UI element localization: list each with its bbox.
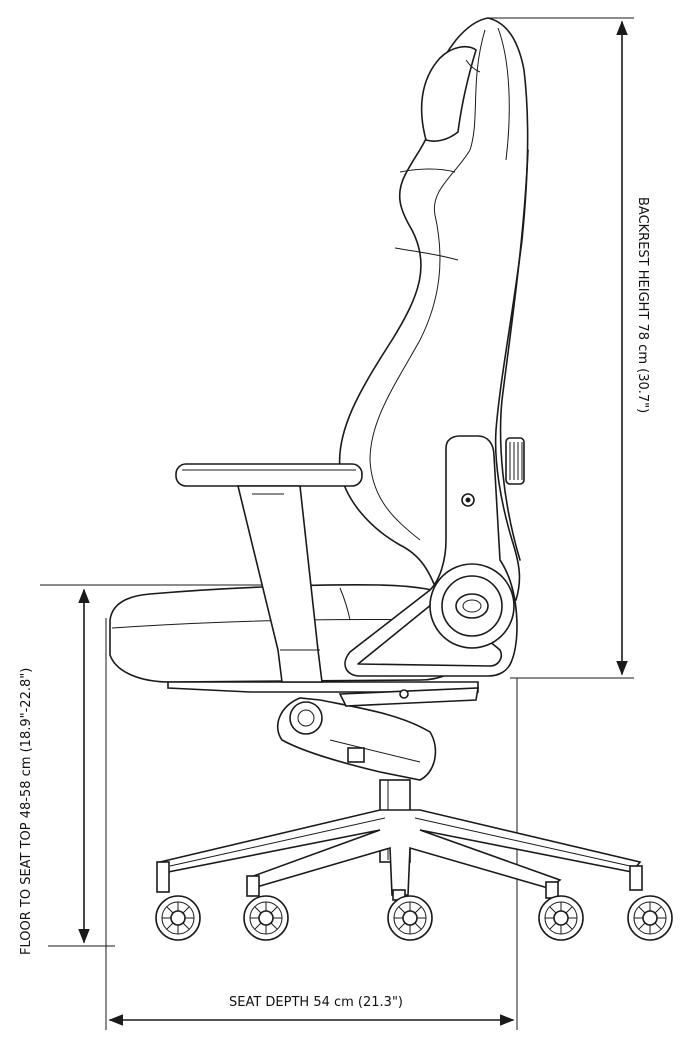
seat-depth-label: SEAT DEPTH 54 cm (21.3") (229, 995, 403, 1010)
caster-wheel (243, 895, 289, 941)
armrest-post (236, 485, 323, 683)
floor-to-seat-label: FLOOR TO SEAT TOP 48-58 cm (18.9"-22.8") (19, 668, 34, 955)
armrest-pad (175, 463, 363, 487)
tension-knob (505, 437, 525, 485)
chair-base (158, 809, 642, 896)
caster-wheel (538, 895, 584, 941)
caster-wheel (155, 895, 201, 941)
backrest-height-label: BACKREST HEIGHT 78 cm (30.7") (635, 197, 650, 413)
caster-wheel (387, 895, 433, 941)
chair-illustration (109, 17, 673, 941)
dimension-lines (40, 17, 634, 1030)
caster-wheel (627, 895, 673, 941)
